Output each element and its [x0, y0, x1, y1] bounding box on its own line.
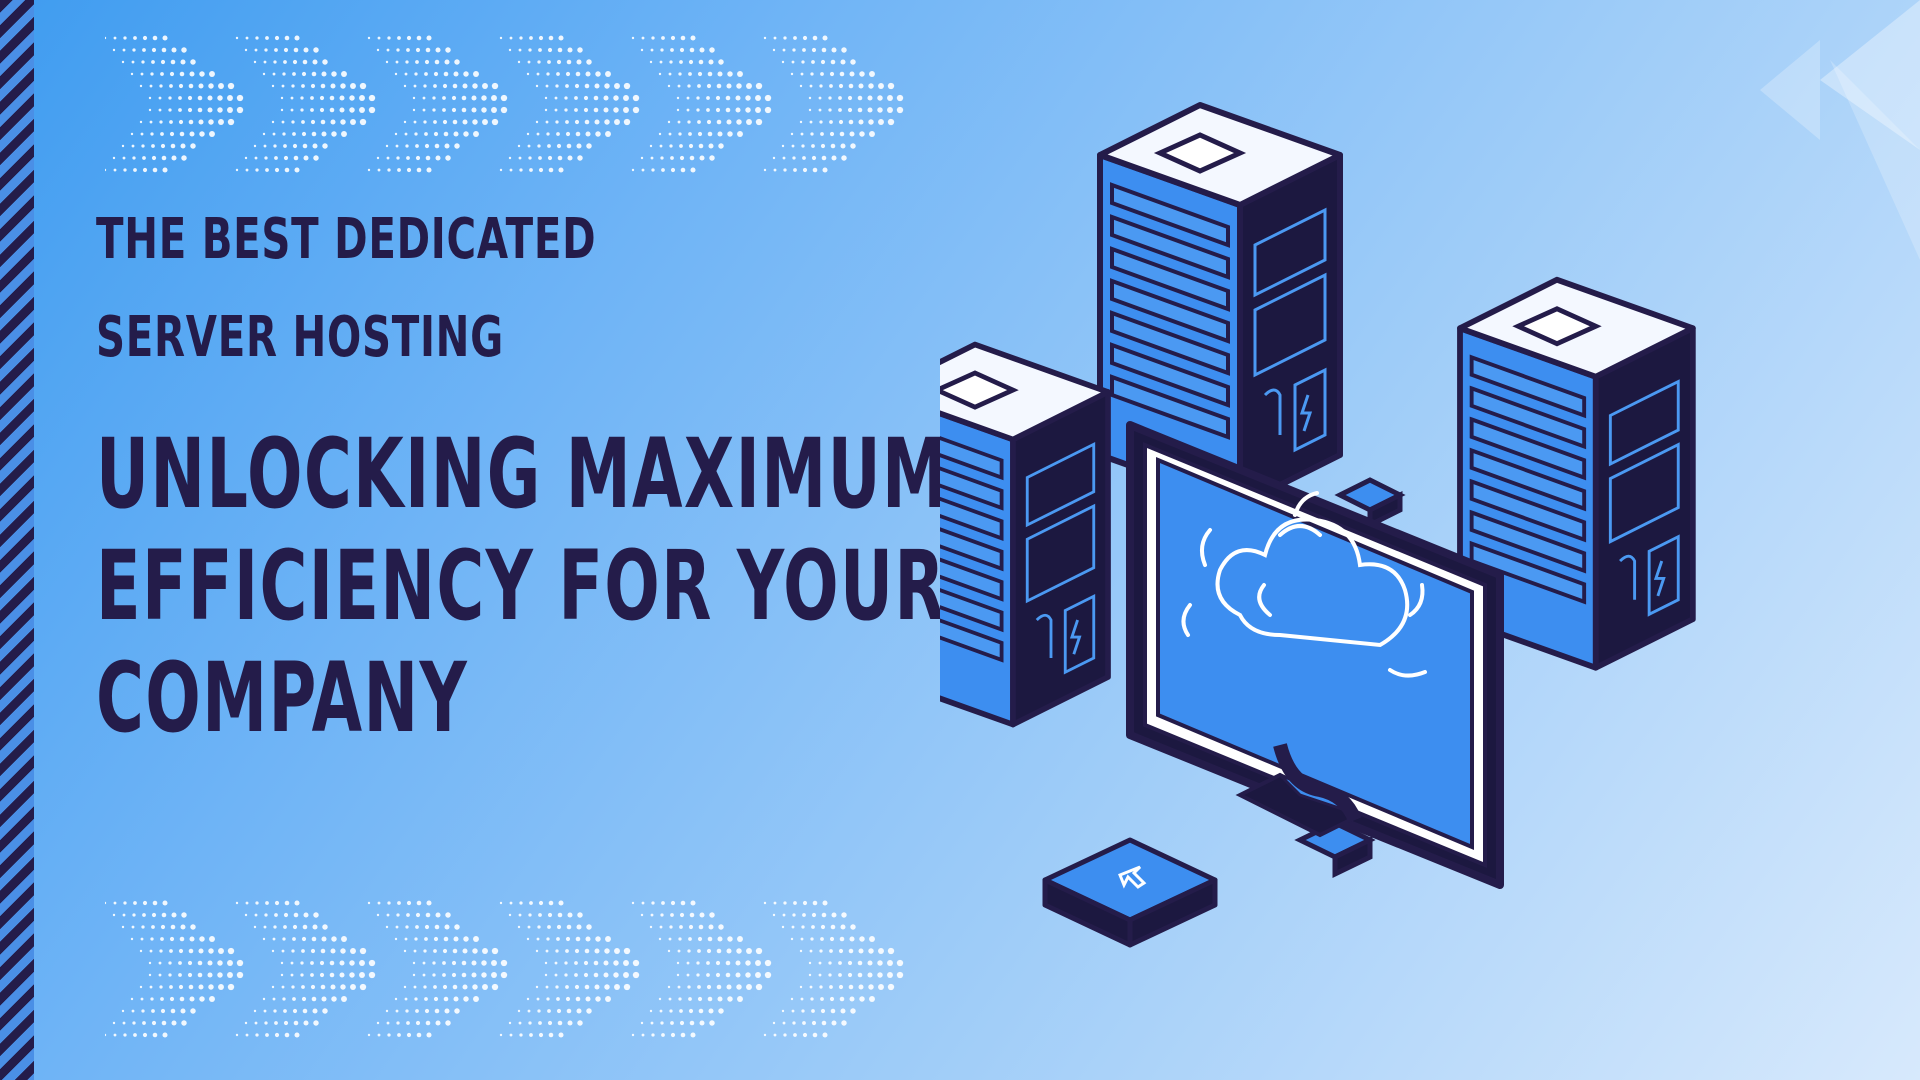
chevron-right-icon [105, 900, 244, 1038]
chevron-right-icon [763, 900, 904, 1038]
dotted-chevron-row-top [105, 35, 904, 173]
server-illustration [940, 95, 1880, 948]
monitor-icon [1126, 421, 1504, 889]
chevron-right-icon [631, 35, 772, 173]
chevron-right-icon [105, 35, 244, 173]
headline-line-1: UNLOCKING MAXIMUM [96, 418, 949, 530]
chevron-right-icon [499, 900, 640, 1038]
headline-line-3: COMPANY [96, 642, 469, 754]
server-rack-icon [940, 345, 1108, 725]
subheading-line-2: SERVER HOSTING [96, 305, 504, 370]
headline-block: THE BEST DEDICATED SERVER HOSTING UNLOCK… [96, 207, 956, 755]
cloud-icon [1181, 491, 1427, 678]
chevron-right-icon [631, 900, 772, 1038]
dotted-chevron-row-bottom [105, 900, 904, 1038]
chevron-right-icon [235, 900, 376, 1038]
chevron-right-icon [367, 900, 508, 1038]
chevron-right-icon [367, 35, 508, 173]
subheading-line-1: THE BEST DEDICATED [96, 207, 597, 272]
chevron-right-icon [499, 35, 640, 173]
cursor-arrow-icon [1118, 865, 1147, 889]
decorative-triangles [1760, 0, 1920, 260]
chevron-right-icon [235, 35, 376, 173]
headline-line-2: EFFICIENCY FOR YOUR [96, 530, 947, 642]
chevron-right-icon [763, 35, 904, 173]
diagonal-stripe-border [0, 0, 34, 1080]
